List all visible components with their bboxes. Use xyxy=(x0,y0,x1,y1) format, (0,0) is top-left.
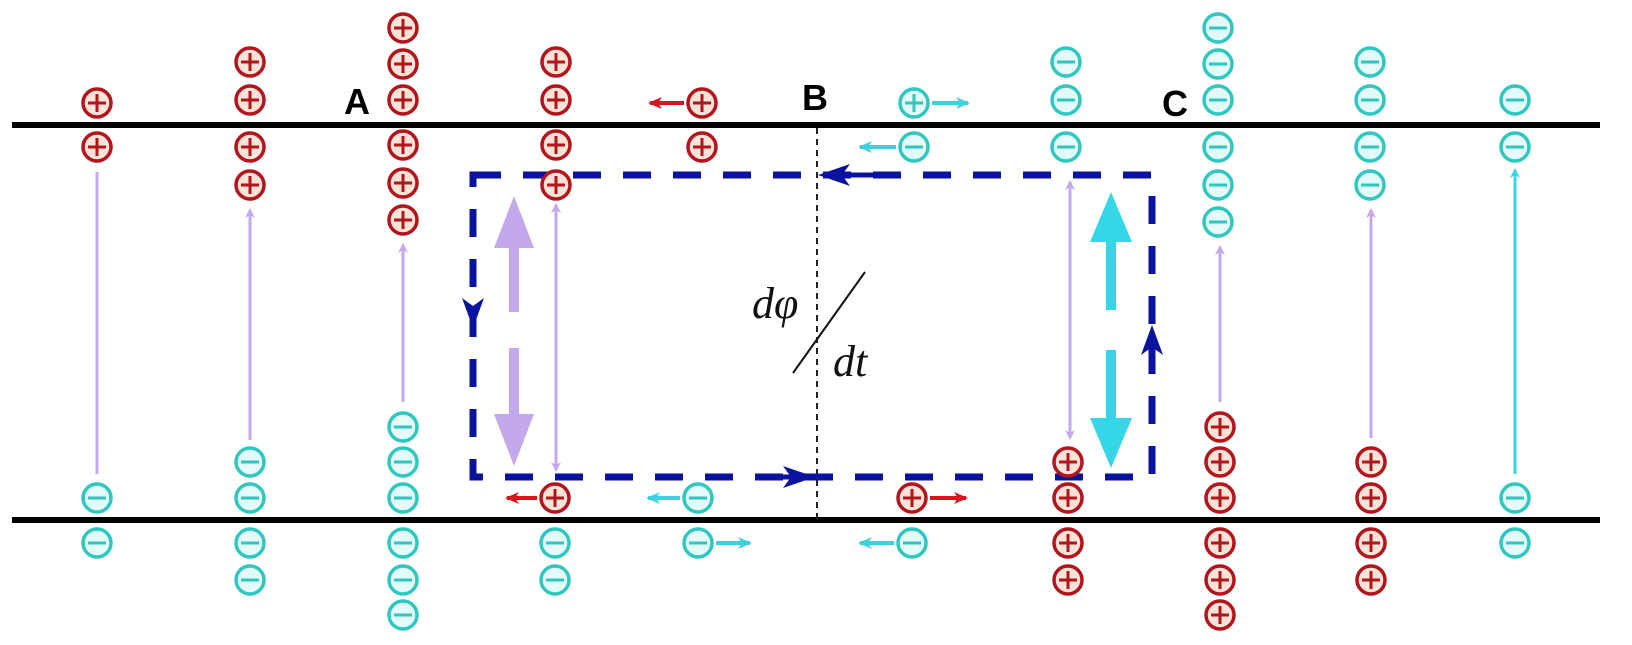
positive-charge-icon xyxy=(1204,446,1236,478)
current-arrows xyxy=(505,97,970,549)
positive-charge-icon xyxy=(1355,527,1387,559)
positive-charge-icon xyxy=(387,12,419,44)
negative-charge-icon xyxy=(234,482,266,514)
negative-charge-icon xyxy=(1202,12,1234,44)
positive-charge-icon xyxy=(540,129,572,161)
positive-charge-icon xyxy=(1204,411,1236,443)
negative-charge-icon xyxy=(1354,84,1386,116)
flux-denominator: dt xyxy=(833,337,868,386)
negative-charge-icon xyxy=(1202,84,1234,116)
negative-charge-icon xyxy=(81,482,113,514)
positive-charge-icon xyxy=(387,129,419,161)
loop-arrow-bottom-right xyxy=(783,466,815,488)
negative-charge-icon xyxy=(539,564,571,596)
positive-charge-icon xyxy=(234,131,266,163)
positive-charge-icon xyxy=(1355,446,1387,478)
label-b: B xyxy=(802,77,828,118)
positive-charge-icon xyxy=(81,131,113,163)
label-a: A xyxy=(344,81,370,122)
positive-charge-icon xyxy=(540,46,572,78)
positive-charge-icon xyxy=(686,131,718,163)
negative-charge-icon xyxy=(387,564,419,596)
negative-charge-icon xyxy=(1202,206,1234,238)
negative-charge-icon xyxy=(539,527,571,559)
positive-charge-icon xyxy=(540,169,572,201)
negative-charge-icon xyxy=(1354,169,1386,201)
positive-charge-icon xyxy=(1204,599,1236,631)
negative-charge-icon xyxy=(1499,527,1531,559)
label-c: C xyxy=(1162,83,1188,124)
negative-charge-icon xyxy=(387,411,419,443)
positive-charge-icon xyxy=(234,84,266,116)
negative-charge-icon xyxy=(387,599,419,631)
negative-charge-icon xyxy=(387,446,419,478)
negative-charge-icon xyxy=(682,482,714,514)
negative-charge-icon xyxy=(896,527,928,559)
positive-charge-icon xyxy=(1355,564,1387,596)
positive-charge-icon xyxy=(1052,482,1084,514)
negative-charge-icon xyxy=(1354,131,1386,163)
positive-charge-icon xyxy=(686,87,718,119)
positive-charge-icon xyxy=(387,204,419,236)
positive-charge-icon xyxy=(234,46,266,78)
loop-arrow-left-down xyxy=(462,298,484,328)
positive-charge-icon xyxy=(1052,527,1084,559)
negative-charge-icon xyxy=(1050,46,1082,78)
negative-charge-icon xyxy=(1354,46,1386,78)
negative-charge-icon xyxy=(387,527,419,559)
positive-charge-icon xyxy=(1204,482,1236,514)
thick-cyan-arrows xyxy=(1090,192,1132,468)
loop-arrow-right-up xyxy=(1141,325,1163,355)
positive-charge-icon xyxy=(387,84,419,116)
negative-charge-icon xyxy=(1050,131,1082,163)
negative-charge-icon xyxy=(234,527,266,559)
electric-field-lines xyxy=(95,168,1520,474)
negative-charge-icon xyxy=(387,482,419,514)
positive-charge-icon xyxy=(234,169,266,201)
negative-charge-icon xyxy=(1499,482,1531,514)
positive-charge-icon xyxy=(1052,564,1084,596)
positive-charge-icon xyxy=(81,87,113,119)
negative-charge-icon xyxy=(81,527,113,559)
negative-charge-icon xyxy=(1202,169,1234,201)
negative-charge-icon xyxy=(898,131,930,163)
positive-charge-icon xyxy=(539,482,571,514)
loop-arrow-top-left xyxy=(818,164,850,186)
positive-charge-icon xyxy=(896,482,928,514)
flux-numerator: dφ xyxy=(752,279,799,328)
negative-charge-icon xyxy=(1202,48,1234,80)
thick-lavender-arrows xyxy=(494,196,534,466)
positive-charge-icon xyxy=(898,87,930,119)
negative-charge-icon xyxy=(1202,131,1234,163)
surface-charges xyxy=(81,12,1531,631)
positive-charge-icon xyxy=(1355,482,1387,514)
fraction-slash xyxy=(792,271,866,374)
negative-charge-icon xyxy=(234,446,266,478)
positive-charge-icon xyxy=(1052,446,1084,478)
negative-charge-icon xyxy=(682,527,714,559)
positive-charge-icon xyxy=(540,84,572,116)
positive-charge-icon xyxy=(1204,564,1236,596)
dashed-loop xyxy=(462,164,1163,488)
negative-charge-icon xyxy=(1050,84,1082,116)
positive-charge-icon xyxy=(387,167,419,199)
negative-charge-icon xyxy=(1499,131,1531,163)
negative-charge-icon xyxy=(1499,84,1531,116)
positive-charge-icon xyxy=(1204,527,1236,559)
positive-charge-icon xyxy=(387,48,419,80)
negative-charge-icon xyxy=(234,564,266,596)
